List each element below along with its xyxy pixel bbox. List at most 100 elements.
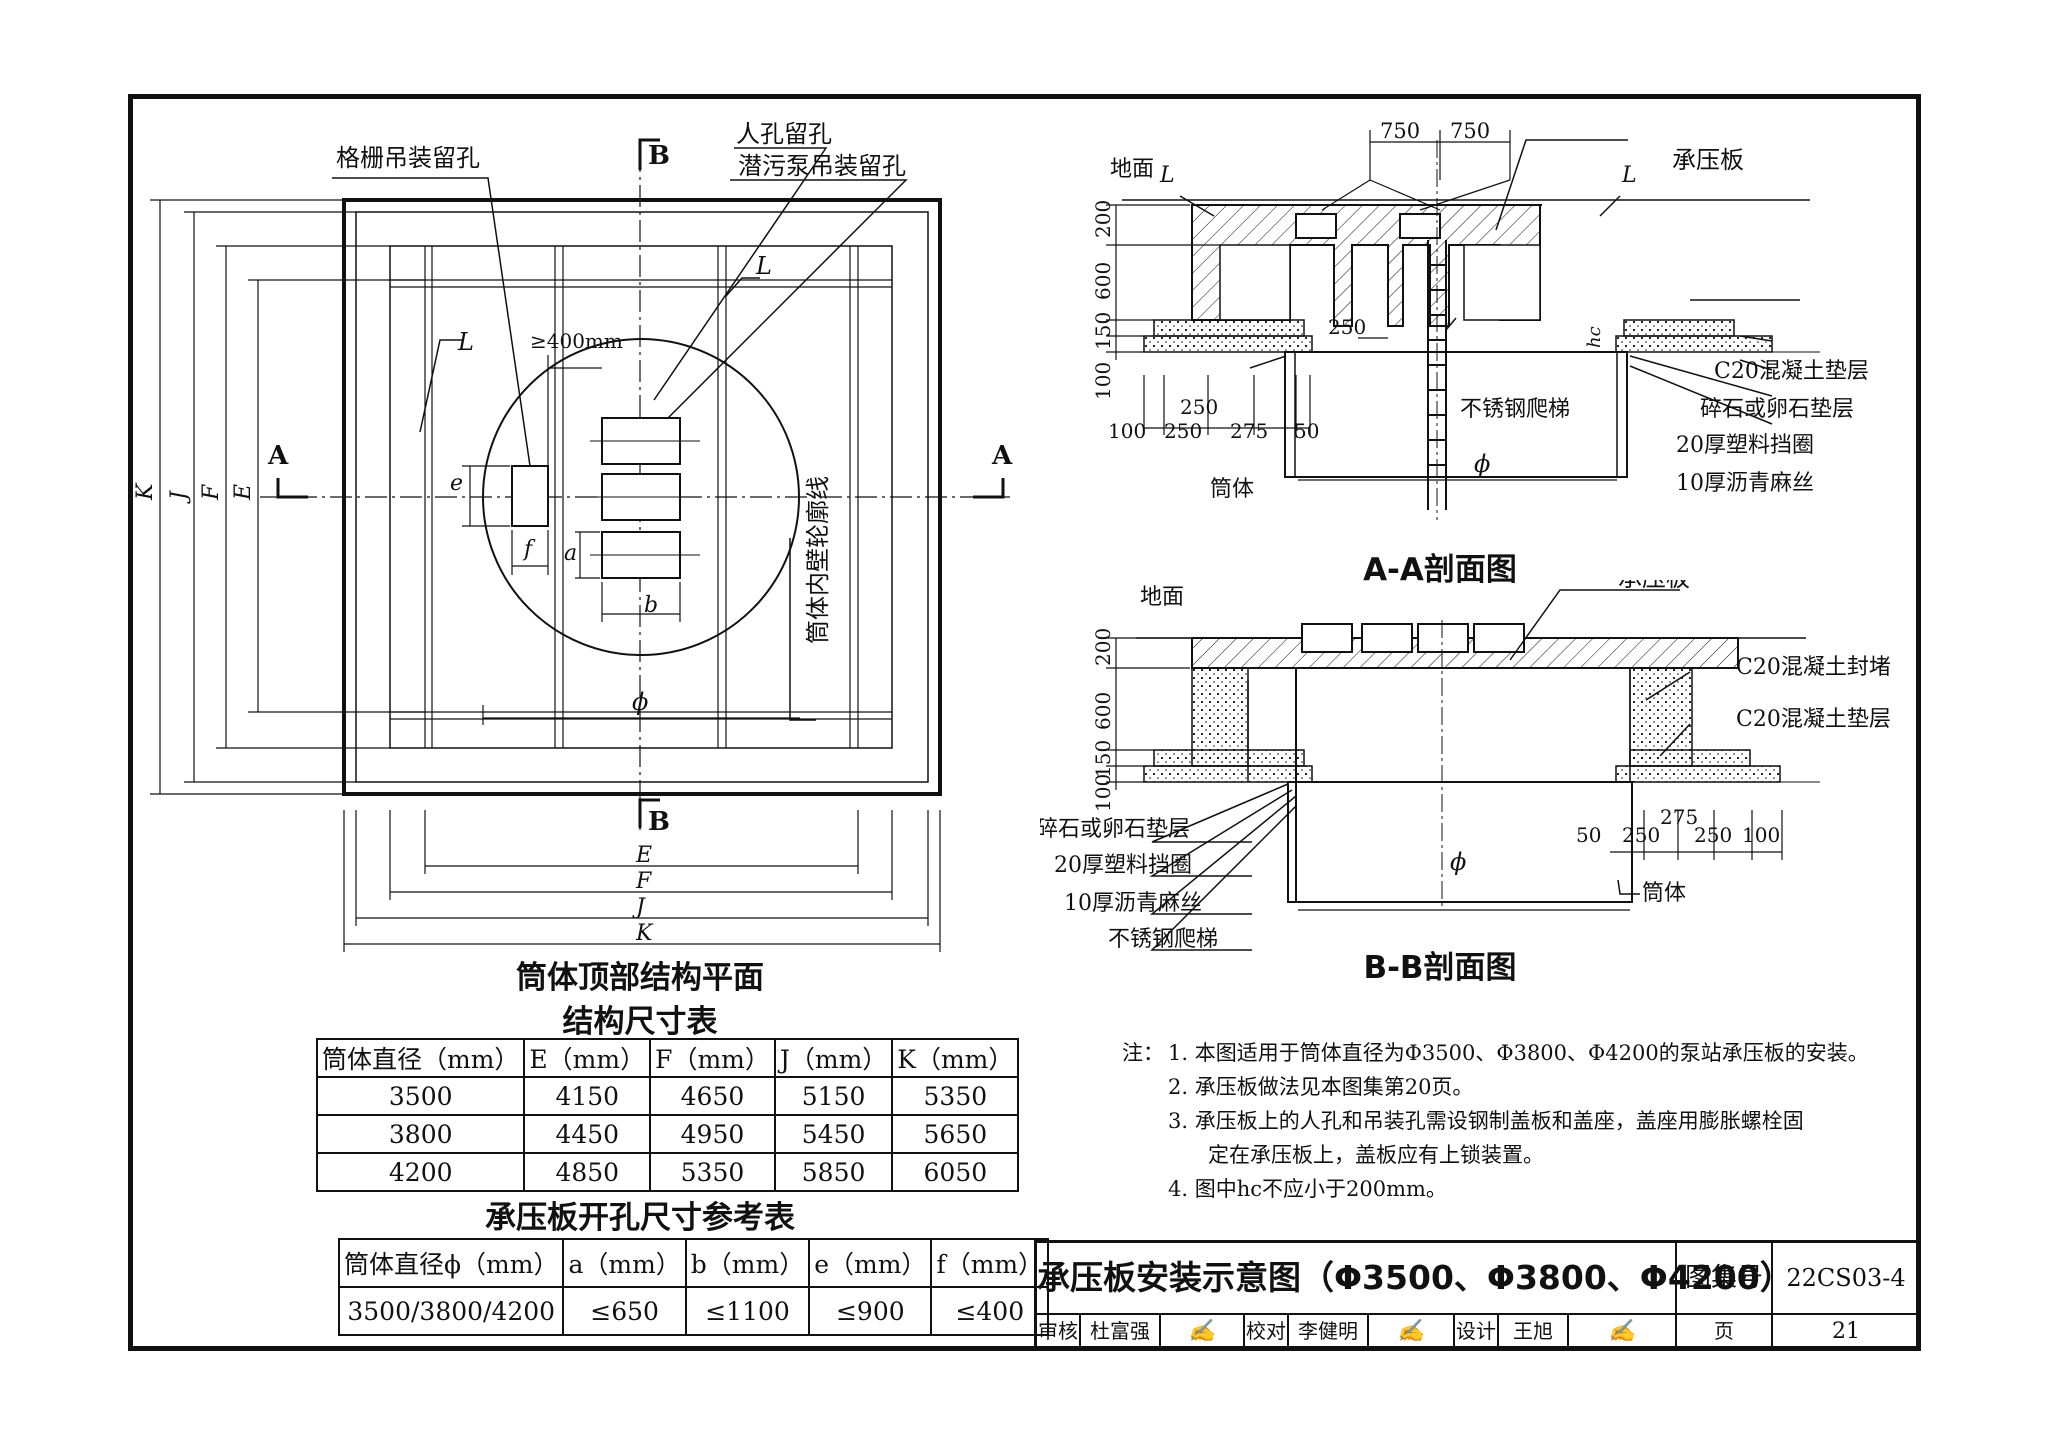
checker-name: 李健明: [1289, 1315, 1369, 1350]
dim-b-label: b: [644, 593, 658, 618]
grille-lift-hole: [511, 465, 549, 527]
pressure-plate-label: 承压板: [1672, 146, 1744, 174]
cell: 5350: [891, 1076, 1020, 1116]
dim-e-bottom: E: [635, 843, 652, 868]
cell: 4200: [315, 1152, 526, 1192]
inner-wall-label: 筒体内壁轮廓线: [804, 476, 832, 644]
section-a-right-label: A: [991, 441, 1013, 471]
dim-f-left: F: [199, 484, 224, 501]
dim-150: 150: [1091, 312, 1115, 350]
dim-top-750-1: 750: [1380, 120, 1420, 143]
ground-label: 地面: [1110, 157, 1154, 182]
atlas-label: 图集号: [1677, 1243, 1773, 1315]
bb-dim-200: 200: [1091, 628, 1115, 666]
l-left-label: L: [1159, 163, 1175, 188]
dim-phi-label: ϕ: [632, 688, 648, 716]
bb-plate-label: 承压板: [1618, 580, 1690, 592]
reviewer-signature: ✍: [1161, 1315, 1245, 1350]
title-block: 承压板安装示意图（Φ3500、Φ3800、Φ4200） 图集号 22CS03-4…: [1034, 1240, 1919, 1350]
bb-ground-label: 地面: [1140, 585, 1184, 610]
hole-header-b: b（mm）: [684, 1238, 811, 1288]
plan-title: 筒体顶部结构平面: [516, 960, 764, 996]
page-label: 页: [1677, 1315, 1773, 1350]
shell-label: 筒体: [1210, 477, 1254, 502]
check-label: 校对: [1245, 1315, 1289, 1350]
hole-header-e: e（mm）: [808, 1238, 933, 1288]
plastic-ring-label: 20厚塑料挡圈: [1676, 433, 1814, 458]
gravel-label: 碎石或卵石垫层: [1700, 397, 1854, 422]
struct-header-dia: 筒体直径（mm）: [315, 1038, 526, 1078]
section-b-bottom-label: B: [648, 807, 670, 837]
dim-bottom-250-2: 250: [1180, 395, 1218, 419]
reviewer-name: 杜富强: [1081, 1315, 1161, 1350]
bb-c20-cushion-label: C20混凝土垫层: [1736, 707, 1891, 732]
bb-ladder-label: 不锈钢爬梯: [1108, 927, 1218, 952]
grille-hole-label: 格栅吊装留孔: [336, 144, 480, 172]
hc-label: hc: [1584, 326, 1605, 348]
dim-e-label: e: [450, 471, 463, 496]
bb-dim-100-right: 100: [1742, 823, 1780, 847]
table-row: 3500/3800/4200≤650≤1100≤900≤400: [337, 1286, 1050, 1336]
dim-k-bottom: K: [635, 921, 654, 946]
beam-l-label-left: L: [457, 328, 474, 356]
manhole-cover-2: [1399, 213, 1441, 239]
note-3: 3. 承压板上的人孔和吊装孔需设钢制盖板和盖座，盖座用膨胀螺栓固: [1168, 1109, 1804, 1133]
bb-dim-250-1: 250: [1622, 823, 1660, 847]
manhole-label: 人孔留孔: [736, 120, 832, 148]
cell: 4650: [649, 1076, 776, 1116]
note-3-cont: 定在承压板上，盖板应有上锁装置。: [1208, 1143, 1544, 1167]
dim-bottom-50: 50: [1294, 419, 1319, 443]
c20-cushion-label: C20混凝土垫层: [1714, 359, 1869, 384]
manhole-cover-1: [1295, 213, 1337, 239]
dim-250-middle: 250: [1328, 315, 1366, 339]
cell: 5450: [773, 1114, 894, 1154]
dim-200: 200: [1091, 200, 1115, 238]
cell: 4850: [523, 1152, 652, 1192]
section-b-top-label: B: [648, 141, 670, 171]
bb-c20-seal-label: C20混凝土封堵: [1736, 655, 1891, 680]
bb-dim-50: 50: [1576, 823, 1601, 847]
dim-a-label: a: [564, 541, 577, 566]
hole-header-f: f（mm）: [930, 1238, 1050, 1288]
dim-top-750-2: 750: [1450, 120, 1490, 143]
hole-table-title: 承压板开孔尺寸参考表: [485, 1200, 795, 1236]
beam-l-label-right: L: [755, 252, 772, 280]
struct-header-j: J（mm）: [773, 1038, 894, 1078]
cell: 4950: [649, 1114, 776, 1154]
section-aa-title: A-A剖面图: [1363, 552, 1517, 588]
dim-k-left: K: [133, 482, 158, 501]
page-number: 21: [1773, 1315, 1919, 1350]
section-a-left-label: A: [267, 441, 289, 471]
cell: ≤400: [930, 1286, 1050, 1336]
phi-label: ϕ: [1474, 450, 1490, 478]
bb-shell-label: 筒体: [1642, 881, 1686, 906]
dim-j-left: J: [167, 490, 192, 504]
shell: [1284, 351, 1628, 478]
struct-header-f: F（mm）: [649, 1038, 776, 1078]
struct-header-e: E（mm）: [523, 1038, 652, 1078]
drawing-frame: [128, 94, 1921, 1351]
gravel-left: [1153, 319, 1305, 337]
hole-table: 筒体直径ϕ（mm） a（mm） b（mm） e（mm） f（mm） 3500/3…: [337, 1238, 1050, 1336]
struct-header-k: K（mm）: [891, 1038, 1020, 1078]
cell: 3500/3800/4200: [337, 1286, 565, 1336]
hole-header-dia: 筒体直径ϕ（mm）: [337, 1238, 565, 1288]
cell: ≤900: [808, 1286, 933, 1336]
cell: 5650: [891, 1114, 1020, 1154]
hole-header-a: a（mm）: [562, 1238, 687, 1288]
bb-plastic-ring-label: 20厚塑料挡圈: [1054, 853, 1192, 878]
cell: ≤650: [562, 1286, 687, 1336]
struct-table-title: 结构尺寸表: [562, 1004, 718, 1040]
bb-dim-600: 600: [1091, 692, 1115, 730]
bb-dim-275: 275: [1660, 805, 1698, 829]
l-right-label: L: [1621, 163, 1637, 188]
dim-600: 600: [1091, 262, 1115, 300]
bb-dim-100: 100: [1091, 774, 1115, 812]
min-gap-label: ≥400mm: [530, 329, 623, 353]
cell: 5850: [773, 1152, 894, 1192]
designer-name: 王旭: [1499, 1315, 1569, 1350]
checker-signature: ✍: [1369, 1315, 1455, 1350]
